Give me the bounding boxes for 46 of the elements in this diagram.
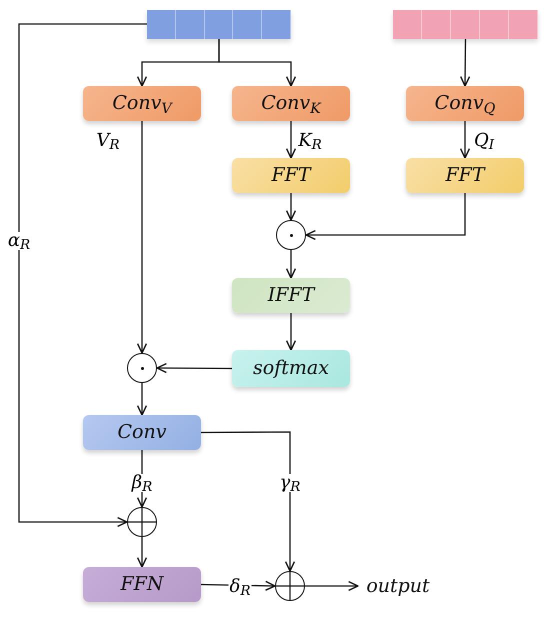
process-box xyxy=(232,158,350,193)
arrow xyxy=(286,250,296,279)
add-operator-circle xyxy=(127,507,157,537)
edge-label: V$_{R}$ xyxy=(95,132,121,150)
process-box xyxy=(83,415,201,450)
add-operator-circle xyxy=(275,571,305,601)
edge-label: γ$_{R}$ xyxy=(278,474,302,492)
arrow xyxy=(286,121,296,159)
process-box xyxy=(232,86,350,121)
process-box xyxy=(232,278,350,313)
arrow xyxy=(136,121,148,354)
process-box xyxy=(232,350,350,387)
arrow xyxy=(286,193,296,221)
arrow xyxy=(136,383,148,416)
arrow xyxy=(136,450,148,508)
box-label: IFFT xyxy=(268,286,314,305)
edge-label: δ$_{R}$ xyxy=(228,578,252,596)
box-label: Conv$_{Q}$ xyxy=(434,94,496,113)
token-strip xyxy=(147,10,291,39)
token-strip xyxy=(393,10,538,39)
edge-label: α$_{R}$ xyxy=(6,232,32,250)
arrow xyxy=(218,39,296,87)
box-label: FFN xyxy=(120,575,164,594)
arrow xyxy=(305,580,359,592)
box-label: Conv xyxy=(118,423,166,442)
box-label: FFT xyxy=(271,166,311,185)
arrow xyxy=(460,39,470,87)
edge-label: β$_{R}$ xyxy=(130,474,154,492)
process-box xyxy=(83,86,201,121)
process-box xyxy=(406,158,524,193)
arrow xyxy=(156,362,232,374)
box-label: Conv$_{V}$ xyxy=(112,94,172,113)
edge-label: Q$_{I}$ xyxy=(472,132,496,150)
arrow xyxy=(286,313,296,351)
arrow xyxy=(136,537,148,568)
process-box xyxy=(83,567,201,602)
process-box xyxy=(406,86,524,121)
arrow xyxy=(460,121,470,159)
arrow xyxy=(305,193,466,240)
arrow xyxy=(18,23,147,528)
box-label: FFT xyxy=(445,166,485,185)
output-text: output xyxy=(366,576,430,596)
arrow xyxy=(201,431,296,572)
box-label: Conv$_{K}$ xyxy=(261,94,321,113)
edge-label: K$_{R}$ xyxy=(297,132,323,150)
box-label: softmax xyxy=(253,359,329,378)
